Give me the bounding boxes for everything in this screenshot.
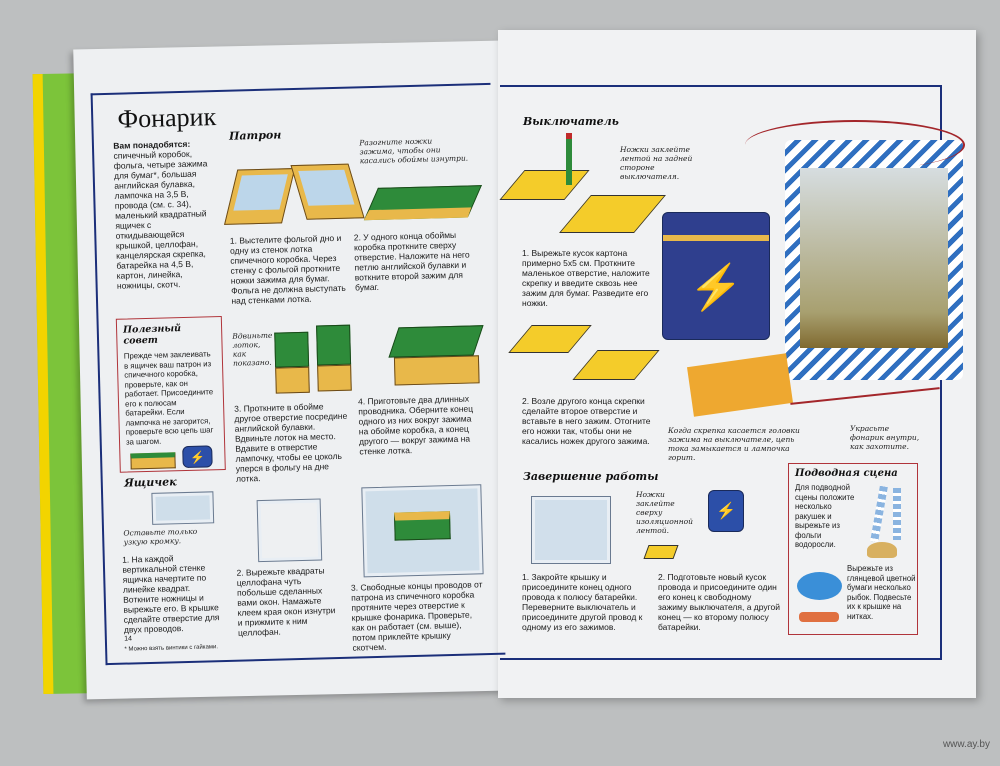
section-box: Ящичек — [123, 475, 177, 490]
switch-illustration — [643, 545, 679, 559]
page-title: Фонарик — [117, 102, 217, 134]
note-contact: Когда скрепка касается головки зажима на… — [668, 426, 800, 462]
note-tape: Ножки заклейте сверху изоляционной ленто… — [636, 490, 693, 535]
materials-text: спичечный коробок, фольга, четыре зажима… — [113, 148, 208, 291]
battery-illustration: ⚡ — [662, 212, 770, 340]
tip-text: Прежде чем заклеивать в ящичек ваш патро… — [123, 349, 214, 447]
pencil-illustration — [566, 133, 572, 185]
lightning-icon: ⚡ — [189, 450, 206, 465]
fish-illustration — [799, 612, 839, 622]
section-patron: Патрон — [228, 128, 282, 143]
switch-step-1-text: 1. Вырежьте кусок картона примерно 5x5 с… — [522, 248, 650, 308]
fish-illustration — [797, 572, 842, 600]
box-lid-illustration — [361, 484, 484, 578]
seaweed-illustration — [893, 488, 901, 540]
matchbox-bulb-illustration — [316, 324, 352, 396]
footnote: * Можно взять винтики с гайками. — [124, 644, 219, 653]
materials-list: Вам понадобятся: спичечный коробок, фоль… — [113, 138, 223, 291]
box-cellophane-illustration — [256, 498, 323, 563]
step-2-text: 2. У одного конца обоймы коробка проткни… — [353, 229, 470, 293]
page-number: 14 — [124, 635, 133, 643]
box-step-1-text: 1. На каждой вертикальной стенке ящичка … — [121, 553, 220, 635]
matchbox-clip-illustration — [363, 185, 482, 221]
matchbox-tray-illustration — [224, 168, 296, 225]
note-decorate: Украсьте фонарик внутри, как захотите. — [850, 424, 920, 451]
switch-step-2-text: 2. Возле другого конца скрепки сделайте … — [522, 396, 651, 446]
battery-illustration: ⚡ — [182, 445, 213, 469]
tip-box: Полезный совет Прежде чем заклеивать в я… — [115, 316, 226, 473]
wire-illustration — [745, 120, 965, 170]
note-switch: Ножки заклейте лентой на задней стороне … — [620, 145, 693, 181]
finish-step-1-text: 1. Закройте крышку и присоедините конец … — [522, 572, 643, 632]
box-step-2-text: 2. Вырежьте квадраты целлофана чуть побо… — [236, 565, 336, 638]
note-patron: Разогните ножки зажима, чтобы они касали… — [359, 136, 469, 166]
lantern-photo — [785, 140, 963, 380]
seaweed-illustration — [870, 485, 888, 543]
lightning-icon: ⚡ — [688, 263, 744, 312]
tip-title: Полезный совет — [122, 323, 182, 347]
step-1-text: 1. Выстелите фольгой дно и одну из стено… — [229, 232, 346, 306]
finish-step-2-text: 2. Подготовьте новый кусок провода и при… — [658, 572, 781, 632]
note-slide: Вдвиньте лоток, как показано. — [232, 330, 273, 368]
note-box: Оставьте только узкую кромку. — [123, 526, 198, 547]
left-page-content: Фонарик Вам понадобятся: спичечный короб… — [113, 102, 484, 653]
step-3-text: 3. Проткните в обойме другое отверстие п… — [234, 401, 348, 484]
box-window-illustration — [151, 491, 215, 525]
watermark: www.ay.by — [942, 739, 990, 750]
battery-illustration: ⚡ — [708, 490, 744, 532]
scene-text-2: Вырежьте из глянцевой цветной бумаги нес… — [847, 564, 916, 621]
box-step-3-text: 3. Свободные концы проводов от патрона и… — [350, 579, 483, 653]
matchbox-tray-illustration — [290, 163, 365, 220]
matchbox-wires-illustration — [388, 325, 484, 389]
scene-title: Подводная сцена — [795, 468, 898, 479]
underwater-scene-box: Подводная сцена Для подводной сцены поло… — [788, 463, 918, 635]
lightning-icon: ⚡ — [716, 503, 736, 520]
matchbox-pencil-illustration — [274, 331, 310, 398]
step-4-text: 4. Приготовьте два длинных проводника. О… — [357, 393, 474, 457]
matchbox-bulb-illustration — [130, 452, 176, 470]
section-switch: Выключатель — [523, 115, 619, 128]
finished-box-illustration — [531, 496, 611, 564]
scene-text-1: Для подводной сцены положите несколько р… — [795, 483, 855, 549]
section-finish: Завершение работы — [523, 470, 659, 483]
shell-illustration — [867, 542, 897, 558]
